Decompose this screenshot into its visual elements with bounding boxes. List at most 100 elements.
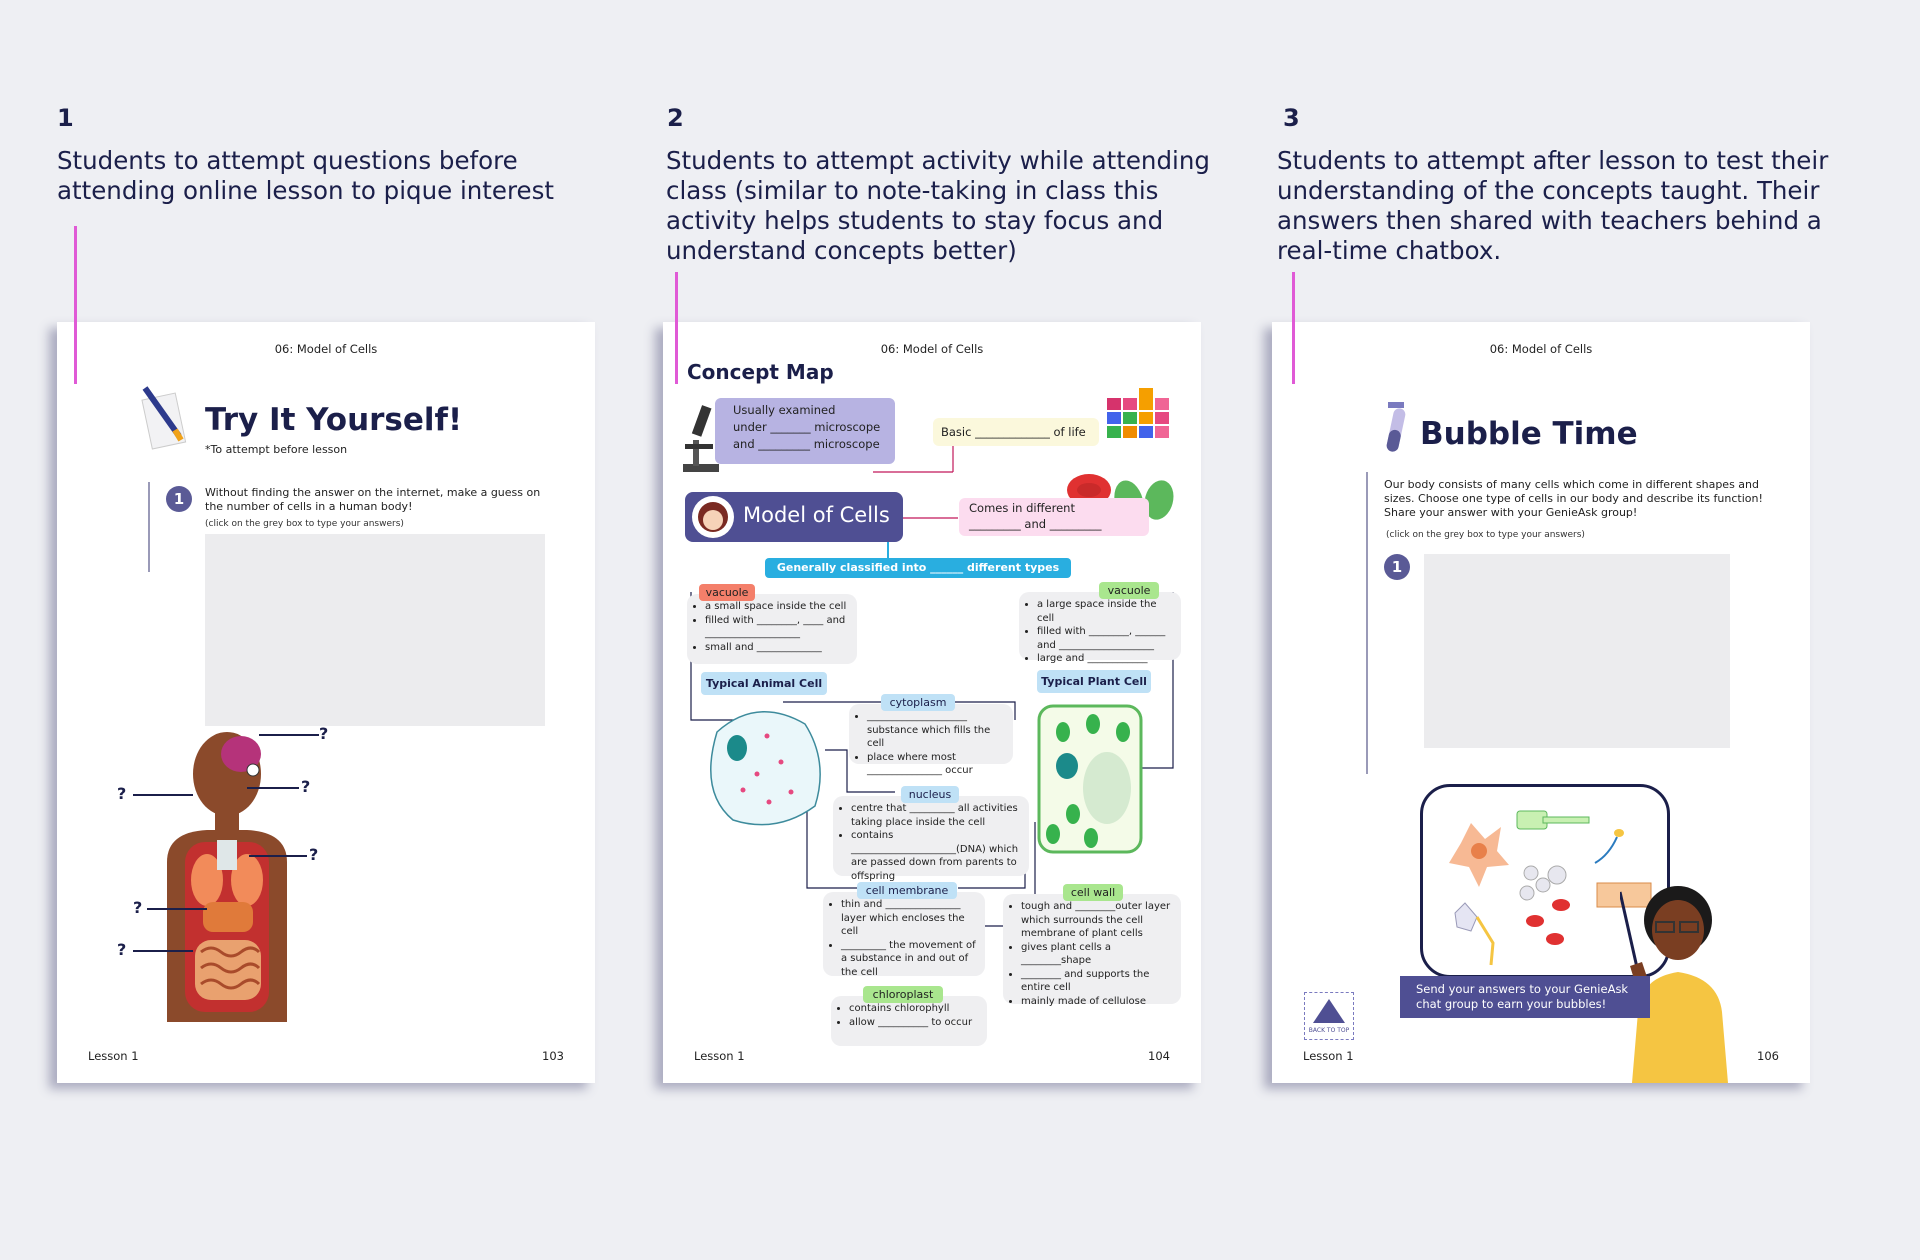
pointer-line [147, 908, 207, 910]
shapes-sizes-box: Comes in different _________ and _______… [959, 498, 1149, 536]
pen-and-paper-icon [141, 386, 187, 450]
microscope-line-1: Usually examined [733, 403, 836, 417]
animal-cell-label: Typical Animal Cell [701, 672, 827, 695]
body-cells-illustration [1449, 810, 1652, 966]
list-item: _________ the movement of a substance in… [841, 939, 977, 980]
footer-lesson: Lesson 1 [1303, 1049, 1354, 1063]
step-2-number: 2 [667, 104, 684, 132]
teacher-illustration [1620, 886, 1728, 1083]
microscope-icon [683, 405, 719, 472]
chloroplast-box: contains chlorophyll allow __________ to… [831, 996, 987, 1046]
back-to-top-label: BACK TO TOP [1308, 1027, 1350, 1034]
list-item: small and _____________ [705, 641, 849, 655]
animal-cell-illustration [710, 711, 821, 826]
microscope-box: Usually examined under _______ microscop… [715, 398, 895, 464]
girl-avatar-icon [692, 496, 734, 538]
pointer-line [247, 787, 299, 789]
pointer-line [249, 855, 307, 857]
cell-wall-label: cell wall [1063, 884, 1123, 901]
list-item: filled with ________, ______ and _______… [1037, 625, 1173, 652]
list-item: contains chlorophyll [849, 1002, 979, 1016]
step-1-description: Students to attempt questions before att… [57, 146, 554, 205]
page-header: 06: Model of Cells [1489, 342, 1593, 356]
shapes-line-1: Comes in different [969, 501, 1075, 515]
plant-vacuole-box: a large space inside the cell filled wit… [1019, 592, 1181, 664]
list-item: a large space inside the cell [1037, 598, 1173, 625]
pointer-line [133, 950, 193, 952]
question-mark: ? [309, 845, 319, 864]
cell-membrane-label: cell membrane [857, 882, 957, 899]
plant-cell-label: Typical Plant Cell [1037, 670, 1151, 693]
step-2-indicator [675, 272, 678, 384]
question-number: 1 [1384, 554, 1410, 580]
list-item: centre that _________ all activities tak… [851, 802, 1021, 829]
instructions-text: Our body consists of many cells which co… [1384, 478, 1763, 519]
question-number: 1 [166, 486, 192, 512]
list-item: filled with ________, ____ and _________… [705, 614, 849, 641]
page-number: 103 [542, 1049, 564, 1063]
list-item: ________ and supports the entire cell [1021, 968, 1173, 995]
answer-box[interactable] [205, 534, 545, 726]
cell-wall-box: tough and ________outer layer which surr… [1003, 894, 1181, 1007]
page-title: Bubble Time [1420, 416, 1638, 452]
animal-vacuole-box: a small space inside the cell filled wit… [687, 594, 857, 664]
plant-cell-illustration [1037, 704, 1143, 854]
cell-membrane-box: thin and _______________ layer which enc… [823, 892, 985, 978]
list-item: tough and ________outer layer which surr… [1021, 900, 1173, 941]
step-3-description: Students to attempt after lesson to test… [1277, 146, 1829, 265]
pointer-line [133, 794, 193, 796]
answer-box[interactable] [1424, 554, 1730, 748]
pointer-line [259, 734, 319, 736]
center-title: Model of Cells [743, 503, 890, 527]
nucleus-box: centre that _________ all activities tak… [833, 796, 1029, 882]
step-2-description: Students to attempt activity while atten… [666, 146, 1210, 265]
shapes-line-2: _________ and _________ [969, 517, 1102, 531]
step-3-indicator [1292, 272, 1295, 384]
page-title: Try It Yourself! [205, 402, 463, 438]
nucleus-label: nucleus [901, 786, 959, 803]
animal-vacuole-label: vacuole [699, 584, 755, 601]
list-item: contains _____________________(DNA) whic… [851, 829, 1021, 883]
classified-banner: Generally classified into ______ differe… [765, 558, 1071, 578]
page-104: 06: Model of Cells Concept Map Usually e… [663, 322, 1201, 1083]
question-mark: ? [117, 940, 127, 959]
list-item: a small space inside the cell [705, 600, 849, 614]
list-item: gives plant cells a ________shape [1021, 941, 1173, 968]
question-mark: ? [117, 784, 127, 803]
question-mark: ? [319, 724, 329, 743]
footer-lesson: Lesson 1 [694, 1049, 745, 1063]
back-to-top-button[interactable]: BACK TO TOP [1304, 992, 1354, 1040]
footer-lesson: Lesson 1 [88, 1049, 139, 1063]
section-divider [148, 482, 150, 572]
page-header: 06: Model of Cells [880, 342, 984, 356]
step-3-number: 3 [1283, 104, 1300, 132]
page-number: 104 [1148, 1049, 1170, 1063]
page-106: 06: Model of Cells Bubble Time Our body … [1272, 322, 1810, 1083]
chloroplast-label: chloroplast [863, 986, 943, 1003]
model-of-cells-node: Model of Cells [685, 492, 903, 542]
send-answers-banner: Send your answers to your GenieAsk chat … [1400, 976, 1650, 1018]
list-item: thin and _______________ layer which enc… [841, 898, 977, 939]
speech-bubble [1420, 784, 1670, 978]
page-103: 06: Model of Cells Try It Yourself! *To … [57, 322, 595, 1083]
list-item: allow __________ to occur [849, 1016, 979, 1030]
question-mark: ? [301, 777, 311, 796]
basic-unit-box: Basic _____________ of life [933, 418, 1099, 446]
question-mark: ? [133, 898, 143, 917]
test-tube-icon [1386, 402, 1406, 452]
cytoplasm-label: cytoplasm [881, 694, 955, 711]
answer-hint: (click on the grey box to type your answ… [1386, 530, 1585, 540]
plant-vacuole-label: vacuole [1099, 582, 1159, 599]
page-title: Concept Map [687, 360, 834, 384]
list-item: large and ____________ [1037, 652, 1173, 666]
page-header: 06: Model of Cells [274, 342, 378, 356]
step-1-indicator [74, 226, 77, 384]
section-divider [1366, 472, 1368, 774]
page-number: 106 [1757, 1049, 1779, 1063]
list-item: mainly made of cellulose [1021, 995, 1173, 1009]
list-item: ____________________ substance which fil… [867, 710, 1005, 751]
building-blocks-icon [1107, 388, 1169, 438]
page-subtitle: *To attempt before lesson [205, 443, 348, 456]
cytoplasm-box: ____________________ substance which fil… [849, 704, 1013, 776]
question-text: Without finding the answer on the intern… [205, 486, 541, 513]
